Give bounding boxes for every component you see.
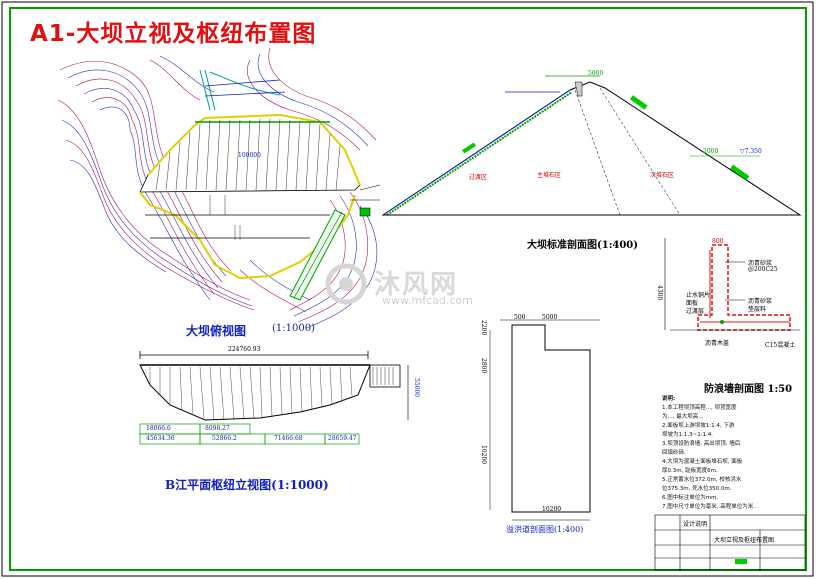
front-dim-1-1: 18066.6: [146, 425, 171, 432]
wall-callout-1: 沥青砂浆: [748, 260, 773, 267]
plan-river: [199, 69, 286, 111]
front-dim-2-4: 28659.47: [328, 435, 357, 442]
zone-label-transition: 过渡区: [469, 174, 488, 181]
plan-contours: [57, 47, 378, 329]
wall-callout-4: 面板: [686, 300, 699, 307]
inner-frame: [9, 7, 807, 571]
front-dim-2-1: 45634.36: [146, 435, 175, 442]
front-view-scale: (1:1000): [272, 323, 315, 334]
design-notes: 说明: 1.本工程坝顶高程..., 坝顶宽度 为..., 最大坝高... 2.面…: [662, 395, 802, 512]
front-view-title: 大坝俯视图: [186, 324, 247, 338]
notes-line: 5.正常蓄水位372.0m, 校核洪水: [662, 477, 742, 483]
notes-line: 2.面板坝上游坝坡1:1.4, 下游: [662, 423, 735, 429]
zone-label-main-rockfill: 主堆石区: [537, 172, 562, 179]
title-block-row2: 大坝立视及枢纽布置图: [714, 537, 775, 544]
front-dim-2-3: 71466.68: [274, 435, 303, 442]
notes-line: 4.大坝为混凝土面板堆石坝, 面板: [662, 459, 743, 465]
spillway-bottom-dim: 10200: [542, 506, 562, 513]
notes-heading: 说明:: [662, 396, 676, 402]
notes-line: 6.图中标注单位为mm,: [662, 495, 719, 501]
notes-line: 3.坝顶设防浪墙, 高出坝顶, 墙后: [662, 441, 741, 447]
spillway-top-dim-1: 500: [514, 314, 526, 321]
watermark-text: 沐风网: [374, 270, 459, 300]
spillway-top-dim-2: 5000: [542, 314, 558, 321]
drawing-title: A1-大坝立视及枢纽布置图: [30, 21, 317, 47]
wall-callout-5: 沥青砂浆: [748, 298, 773, 305]
crest-width-label: 5000: [588, 70, 604, 77]
notes-line: 7.图中尺寸单位为毫米, 高程单位为米.: [662, 504, 755, 510]
spillway-left-dim-1: 2200: [480, 320, 487, 336]
wall-callout-7: 过渡层: [686, 308, 705, 315]
front-total-length: 224760.93: [228, 346, 261, 353]
wall-callout-2: @200C25: [748, 266, 778, 273]
spillway-left-dim-2: 2800: [480, 358, 487, 374]
elevation-label: ▽7.350: [740, 148, 762, 155]
dam-section: [381, 75, 802, 216]
wall-callout-6: 垫层料: [748, 306, 767, 313]
spillway-section: [489, 319, 600, 521]
watermark-logo-icon: [325, 263, 367, 305]
wall-callout-8: 沥青木盖: [705, 340, 730, 347]
notes-line: 为..., 最大坝高...: [662, 414, 704, 420]
plan-dam-body: [139, 113, 381, 301]
front-height-label: 55000: [413, 378, 420, 398]
zone-label-secondary-rockfill: 次堆石区: [650, 172, 675, 179]
front-view: [139, 351, 409, 445]
spillway-left-dim-3: 10200: [480, 445, 487, 465]
watermark-url: www.mfcad.com: [382, 294, 473, 307]
watermark: 沐风网 www.mfcad.com: [322, 262, 492, 307]
front-dim-2-2: 52866.2: [212, 435, 237, 442]
wall-top-dim: 800: [712, 238, 724, 245]
wall-callout-9: C15混凝土: [765, 342, 796, 349]
notes-line: 厚0.3m, 趾板宽度6m.: [662, 468, 718, 474]
title-block-row1: 设计说明: [683, 521, 708, 528]
notes-line: 坝坡为1:1.3~1:1.4.: [662, 432, 714, 438]
plan-elevation-label: 100000: [238, 152, 261, 159]
berm-width-label: 2000: [703, 148, 719, 155]
front-dim-1-2: 8098.27: [205, 425, 230, 432]
spillway-caption: 溢洪道剖面图(1:400): [506, 525, 584, 534]
wave-wall-caption: 防浪墙剖面图 1:50: [704, 384, 793, 395]
elev-view-title: B江平面枢纽立视图(1:1000): [165, 478, 329, 492]
wall-height-dim: 4300: [656, 285, 663, 301]
dam-section-caption: 大坝标准剖面图(1:400): [527, 240, 638, 251]
wall-callout-3: 止水铜片: [686, 292, 711, 299]
wave-wall-section: [664, 238, 800, 331]
notes-line: 位375.3m, 死水位350.0m.: [662, 486, 732, 492]
title-block: [654, 514, 806, 571]
notes-line: 回填砂砾.: [662, 450, 686, 456]
notes-line: 1.本工程坝顶高程..., 坝顶宽度: [662, 405, 737, 411]
